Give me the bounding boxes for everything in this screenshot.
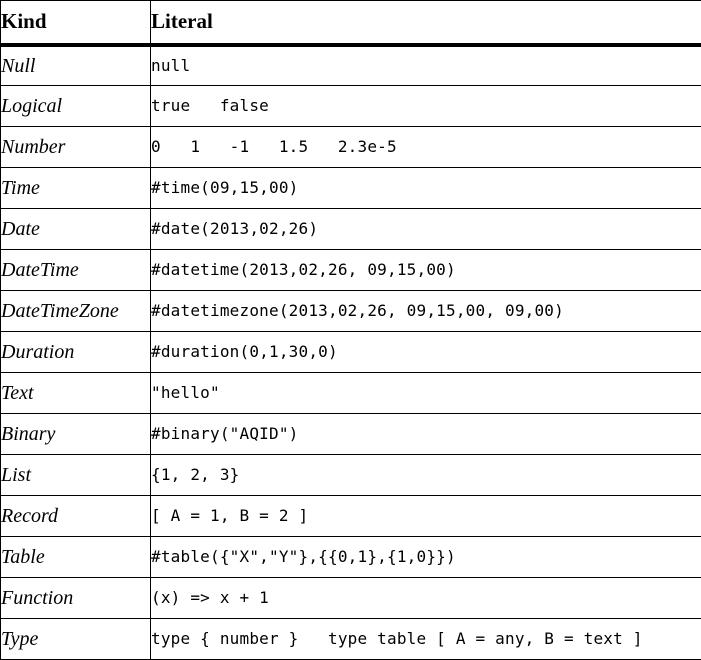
cell-literal: #duration(0,1,30,0) <box>151 332 701 373</box>
cell-literal: null <box>151 45 701 86</box>
cell-kind: DateTime <box>1 250 151 291</box>
table-row: Logical true false <box>1 86 701 127</box>
cell-kind: Null <box>1 45 151 86</box>
column-header-kind: Kind <box>1 1 151 45</box>
table-row: Number 0 1 -1 1.5 2.3e-5 <box>1 127 701 168</box>
table-row: Type type { number } type table [ A = an… <box>1 619 701 660</box>
cell-kind: Function <box>1 578 151 619</box>
table-row: Text "hello" <box>1 373 701 414</box>
column-header-literal: Literal <box>151 1 701 45</box>
table-row: Null null <box>1 45 701 86</box>
table-header-row: Kind Literal <box>1 1 701 45</box>
cell-literal: type { number } type table [ A = any, B … <box>151 619 701 660</box>
cell-literal: [ A = 1, B = 2 ] <box>151 496 701 537</box>
cell-literal: "hello" <box>151 373 701 414</box>
cell-kind: Logical <box>1 86 151 127</box>
cell-kind: Record <box>1 496 151 537</box>
table-header: Kind Literal <box>1 1 701 45</box>
cell-literal: true false <box>151 86 701 127</box>
table-row: Function (x) => x + 1 <box>1 578 701 619</box>
table-row: Binary #binary("AQID") <box>1 414 701 455</box>
cell-kind: Table <box>1 537 151 578</box>
table-row: Time #time(09,15,00) <box>1 168 701 209</box>
cell-literal: #datetimezone(2013,02,26, 09,15,00, 09,0… <box>151 291 701 332</box>
cell-literal: #date(2013,02,26) <box>151 209 701 250</box>
table-row: Table #table({"X","Y"},{{0,1},{1,0}}) <box>1 537 701 578</box>
cell-literal: #table({"X","Y"},{{0,1},{1,0}}) <box>151 537 701 578</box>
table-row: Duration #duration(0,1,30,0) <box>1 332 701 373</box>
table-row: List {1, 2, 3} <box>1 455 701 496</box>
table-row: DateTime #datetime(2013,02,26, 09,15,00) <box>1 250 701 291</box>
cell-kind: Number <box>1 127 151 168</box>
table-body: Null null Logical true false Number 0 1 … <box>1 45 701 660</box>
cell-kind: DateTimeZone <box>1 291 151 332</box>
cell-kind: Text <box>1 373 151 414</box>
table-row: DateTimeZone #datetimezone(2013,02,26, 0… <box>1 291 701 332</box>
cell-literal: #binary("AQID") <box>151 414 701 455</box>
table-row: Date #date(2013,02,26) <box>1 209 701 250</box>
cell-literal: #time(09,15,00) <box>151 168 701 209</box>
cell-kind: Duration <box>1 332 151 373</box>
cell-kind: Time <box>1 168 151 209</box>
cell-kind: Binary <box>1 414 151 455</box>
table-row: Record [ A = 1, B = 2 ] <box>1 496 701 537</box>
cell-literal: #datetime(2013,02,26, 09,15,00) <box>151 250 701 291</box>
cell-literal: {1, 2, 3} <box>151 455 701 496</box>
cell-literal: 0 1 -1 1.5 2.3e-5 <box>151 127 701 168</box>
cell-kind: Type <box>1 619 151 660</box>
cell-kind: Date <box>1 209 151 250</box>
cell-kind: List <box>1 455 151 496</box>
cell-literal: (x) => x + 1 <box>151 578 701 619</box>
